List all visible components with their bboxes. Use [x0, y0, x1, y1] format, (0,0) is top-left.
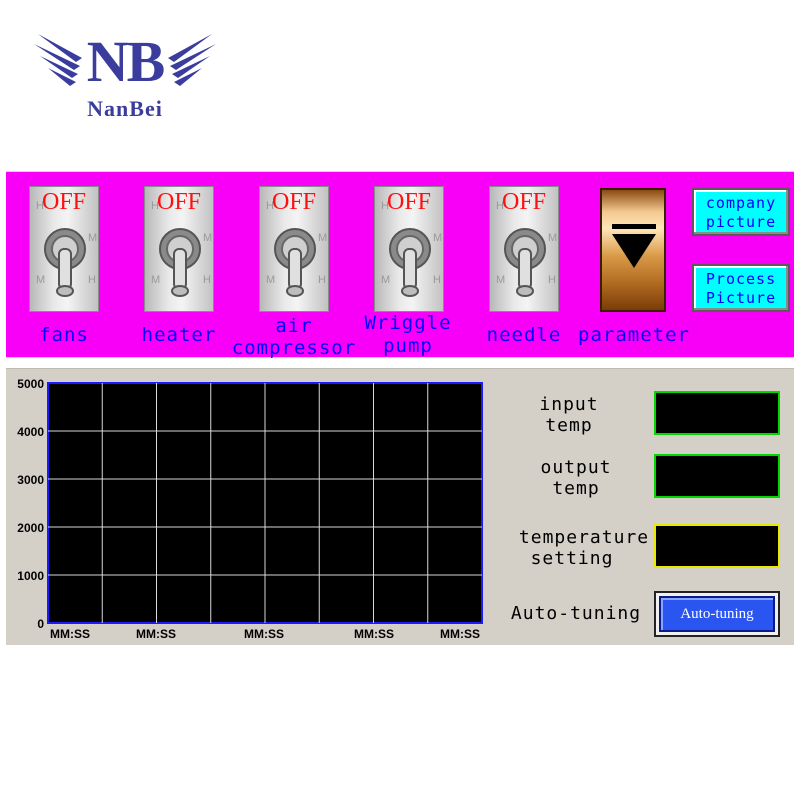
switch-state: OFF [271, 189, 317, 215]
svg-text:M: M [433, 232, 442, 244]
switch-state: OFF [41, 189, 87, 215]
x-tick-label: MM:SS [50, 627, 90, 641]
toggle-lever-icon: H M M H [151, 200, 212, 297]
brand-name: NanBei [87, 96, 163, 121]
svg-text:H: H [381, 200, 389, 212]
wriggle-label: Wriggle [364, 312, 452, 334]
toggle-lever-icon: H M M H [381, 200, 442, 297]
svg-text:M: M [381, 274, 390, 286]
svg-text:H: H [318, 274, 326, 286]
toggle-lever-icon: H M M H [496, 200, 557, 297]
needle-toggle-switch[interactable]: H M M H OFF [489, 186, 559, 312]
svg-text:H: H [151, 200, 159, 212]
wriggle-pump-toggle-switch[interactable]: H M M H OFF [374, 186, 444, 312]
switch-state: OFF [501, 189, 547, 215]
svg-text:H: H [36, 200, 44, 212]
company-picture-label-line2: picture [705, 213, 777, 231]
temperature-setting-label-line2: setting [530, 548, 614, 569]
toggle-lever-icon: H M M H [36, 200, 97, 297]
output-temp-display [654, 454, 780, 498]
compressor-label: compressor [231, 337, 357, 359]
process-picture-button[interactable]: Process Picture [692, 264, 790, 312]
output-temp-label-line2: temp [552, 478, 600, 499]
fans-toggle-switch[interactable]: H M M H OFF [29, 186, 99, 312]
x-tick-label: MM:SS [244, 627, 284, 641]
svg-text:H: H [496, 200, 504, 212]
triangle-down-icon [612, 224, 656, 268]
auto-tuning-frame: Auto-tuning [654, 591, 780, 637]
pump-label: pump [383, 335, 433, 357]
svg-text:H: H [548, 274, 556, 286]
control-panel: H M M H OFF H M M H OFF H M M H [6, 171, 794, 359]
parameter-button[interactable] [600, 188, 666, 312]
y-tick-label: 4000 [17, 425, 44, 439]
x-tick-label: MM:SS [440, 627, 480, 641]
nanbei-logo: NB NanBei [30, 22, 220, 132]
temperature-setting-input[interactable] [654, 524, 780, 568]
auto-tuning-button[interactable]: Auto-tuning [659, 596, 775, 632]
input-temp-label-line1: input [539, 394, 599, 415]
svg-text:M: M [203, 232, 212, 244]
switch-state: OFF [156, 189, 202, 215]
x-tick-label: MM:SS [354, 627, 394, 641]
company-picture-button[interactable]: company picture [692, 188, 790, 236]
needle-label: needle [486, 324, 562, 346]
svg-text:M: M [318, 232, 327, 244]
logo-mark: NB [86, 29, 166, 94]
company-picture-label-line1: company [705, 194, 777, 212]
x-tick-label: MM:SS [136, 627, 176, 641]
heater-toggle-switch[interactable]: H M M H OFF [144, 186, 214, 312]
y-tick-label: 3000 [17, 473, 44, 487]
y-tick-label: 5000 [17, 377, 44, 391]
switch-state: OFF [386, 189, 432, 215]
toggle-lever-icon: H M M H [266, 200, 327, 297]
fans-label: fans [39, 324, 89, 346]
process-picture-label-line2: Picture [705, 289, 777, 307]
svg-text:H: H [266, 200, 274, 212]
svg-text:M: M [266, 274, 275, 286]
svg-text:H: H [88, 274, 96, 286]
output-temp-label-line1: output [540, 457, 612, 478]
parameter-label: parameter [578, 324, 690, 346]
process-picture-label-line1: Process [705, 270, 777, 288]
y-tick-label: 1000 [17, 569, 44, 583]
svg-text:M: M [548, 232, 557, 244]
svg-text:M: M [88, 232, 97, 244]
heater-label: heater [141, 324, 217, 346]
svg-text:M: M [496, 274, 505, 286]
temperature-chart: 5000 4000 3000 2000 1000 0MM:SS MM:SS MM:SS MM:S… [17, 377, 483, 641]
svg-text:H: H [203, 274, 211, 286]
y-tick-label: 0 [37, 617, 44, 631]
svg-text:H: H [433, 274, 441, 286]
temperature-setting-label-line1: temperature [518, 527, 650, 548]
air-label: air [275, 315, 313, 337]
svg-text:M: M [36, 274, 45, 286]
y-tick-label: 2000 [17, 521, 44, 535]
air-compressor-toggle-switch[interactable]: H M M H OFF [259, 186, 329, 312]
auto-tuning-label: Auto-tuning [510, 603, 642, 624]
svg-text:M: M [151, 274, 160, 286]
wings-icon [34, 34, 216, 86]
input-temp-label-line2: temp [545, 415, 593, 436]
input-temp-display [654, 391, 780, 435]
